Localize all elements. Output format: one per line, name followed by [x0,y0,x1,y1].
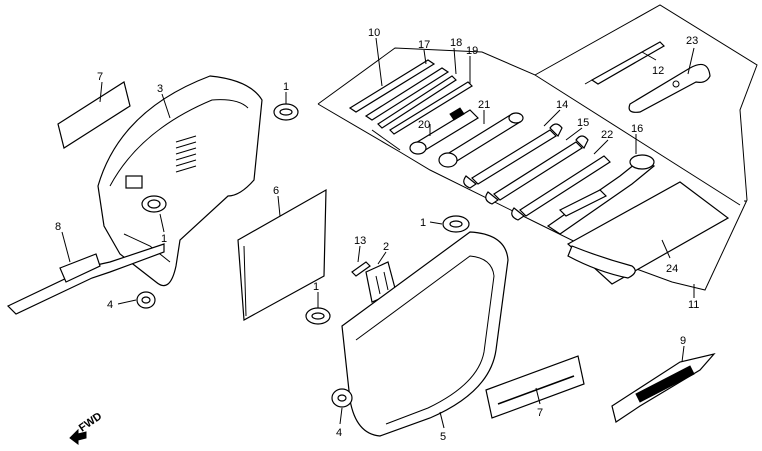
callout-4-left: 4 [107,299,113,311]
forward-direction-mark: FWD [69,410,104,445]
box-wrench-21 [438,112,524,168]
callout-24: 24 [666,263,678,275]
side-cover-right-5 [341,231,509,437]
open-end-wrench-15 [485,135,589,205]
callout-16: 16 [631,123,643,135]
emblem-9 [611,352,716,423]
callout-14: 14 [556,99,568,111]
callout-10: 10 [368,27,380,39]
callout-labels: 10 17 18 19 12 23 7 3 1 1 20 21 14 15 22… [55,27,699,443]
grommet-1-top [273,103,299,121]
pliers-16 [546,154,656,235]
callout-17: 17 [418,39,430,51]
callout-1-cover: 1 [161,233,167,245]
screwdriver-18 [377,75,457,129]
callout-1-top: 1 [283,81,289,93]
tool-bag-24 [566,181,730,285]
callout-1-lower: 1 [313,281,319,293]
callout-19: 19 [466,45,478,57]
screwdriver-19 [389,81,473,135]
callout-7-top: 7 [97,71,103,83]
screwdriver-handle-10 [348,59,436,113]
open-end-wrench-22 [511,155,611,221]
fwd-label: FWD [77,410,104,434]
damper-4-bottom [331,388,353,408]
screwdriver-bit-17 [364,67,450,121]
seat-bag-6 [237,188,327,321]
open-end-wrench-14 [463,123,563,189]
pliers-12 [584,41,665,85]
callout-4-bottom: 4 [336,427,342,439]
emblem-7-top [57,81,131,149]
callout-7-bottom: 7 [537,407,543,419]
pin-spanner-23 [628,63,711,113]
callout-3: 3 [157,83,163,95]
tool-kit-outline [317,4,758,291]
callout-9: 9 [680,335,686,347]
callout-22: 22 [601,129,613,141]
callout-23: 23 [686,35,698,47]
callout-15: 15 [577,117,589,129]
strap-8 [6,243,165,315]
callout-21: 21 [478,99,490,111]
callout-6: 6 [273,185,279,197]
callout-1-middle: 1 [420,217,426,229]
grommet-1-lower [305,307,331,325]
callout-12: 12 [652,65,664,77]
emblem-7-bottom [485,355,585,419]
leader-lines [61,37,695,429]
side-cover-left-3 [97,75,263,287]
callout-5: 5 [440,431,446,443]
damper-4-left [136,291,156,309]
callout-2: 2 [383,241,389,253]
grommet-1-middle [442,215,470,233]
callout-11: 11 [688,299,699,311]
socket-wrench-20 [409,107,479,155]
callout-13: 13 [354,235,366,247]
callout-8: 8 [55,221,61,233]
bolt-13 [351,261,371,277]
callout-20: 20 [418,119,430,131]
callout-18: 18 [450,37,462,49]
